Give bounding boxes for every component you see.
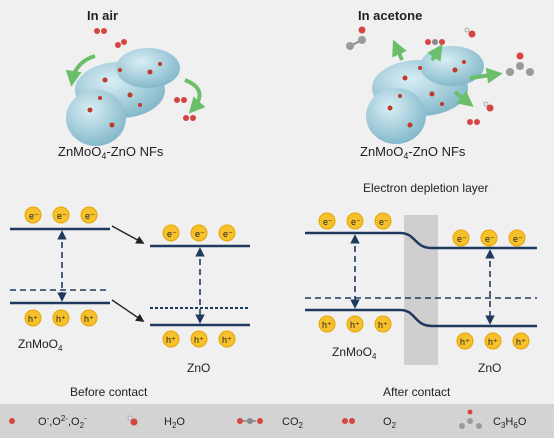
nf-label-left: ZnMoO4-ZnO NFs <box>58 144 164 161</box>
svg-text:e⁻: e⁻ <box>485 234 495 244</box>
hole-charge: h⁺ <box>52 309 70 327</box>
acetone-molecule <box>346 26 366 50</box>
legend-item-co2: CO2 <box>237 416 304 430</box>
svg-text:e⁻: e⁻ <box>457 234 467 244</box>
oxygen-molecule <box>174 97 187 103</box>
hole-charge: h⁺ <box>346 315 364 333</box>
conduction-band-bent <box>305 231 537 250</box>
svg-text:h⁺: h⁺ <box>516 337 526 347</box>
svg-text:h⁺: h⁺ <box>322 320 332 330</box>
znmoo4-label: ZnMoO4 <box>332 345 377 361</box>
hole-charge: h⁺ <box>80 309 98 327</box>
oxygen-molecule <box>467 119 480 125</box>
svg-text:CO2: CO2 <box>282 416 304 430</box>
svg-text:h⁺: h⁺ <box>378 320 388 330</box>
electron-charge: e⁻ <box>508 229 526 247</box>
adsorption-arrow <box>65 54 96 87</box>
oxygen-molecule <box>115 39 127 48</box>
svg-text:C3H6O: C3H6O <box>493 416 527 430</box>
hole-charge: h⁺ <box>190 330 208 348</box>
svg-text:h⁺: h⁺ <box>28 314 38 324</box>
svg-text:H2O: H2O <box>164 416 185 430</box>
svg-text:h⁺: h⁺ <box>84 314 94 324</box>
release-arrow <box>469 67 503 84</box>
valence-band-bent <box>305 308 537 328</box>
svg-text:e⁻: e⁻ <box>513 234 523 244</box>
depletion-layer-region <box>404 215 438 365</box>
nanofiber-acetone <box>366 46 484 144</box>
svg-text:e⁻: e⁻ <box>223 229 233 239</box>
desorption-arrow <box>184 78 206 114</box>
electron-charge: e⁻ <box>452 229 470 247</box>
h2o-molecule <box>483 101 494 112</box>
svg-text:h⁺: h⁺ <box>350 320 360 330</box>
svg-text:e⁻: e⁻ <box>85 211 95 221</box>
oxygen-molecule <box>94 28 107 34</box>
hole-charge: h⁺ <box>218 330 236 348</box>
legend-item-o2: O2 <box>342 416 397 430</box>
svg-text:e⁻: e⁻ <box>323 217 333 227</box>
electron-transfer-arrow <box>111 225 145 244</box>
depletion-layer-label: Electron depletion layer <box>363 181 488 195</box>
svg-text:e⁻: e⁻ <box>195 229 205 239</box>
electron-charge: e⁻ <box>318 212 336 230</box>
electron-charge: e⁻ <box>346 212 364 230</box>
legend-item-h2o: H2O <box>127 415 185 430</box>
nanofiber-air <box>66 48 180 146</box>
oxygen-molecule <box>183 115 196 121</box>
svg-text:h⁺: h⁺ <box>460 337 470 347</box>
electron-charge: e⁻ <box>52 206 70 224</box>
svg-text:e⁻: e⁻ <box>379 217 389 227</box>
after-contact-label: After contact <box>383 385 451 399</box>
release-arrow <box>392 39 407 61</box>
hole-transfer-arrow <box>111 299 145 322</box>
nf-label-right: ZnMoO4-ZnO NFs <box>360 144 466 161</box>
legend-item-oxygen-ions: O-,O2-,O2- <box>9 414 87 430</box>
co2-molecule <box>425 39 445 45</box>
svg-text:h⁺: h⁺ <box>166 335 176 345</box>
znmoo4-label: ZnMoO4 <box>18 337 63 353</box>
in-air-title: In air <box>87 8 118 23</box>
electron-charge: e⁻ <box>162 224 180 242</box>
h2o-molecule <box>464 27 476 38</box>
svg-text:h⁺: h⁺ <box>222 335 232 345</box>
electron-charge: e⁻ <box>480 229 498 247</box>
zno-label: ZnO <box>478 361 501 375</box>
svg-text:h⁺: h⁺ <box>194 335 204 345</box>
svg-text:O2: O2 <box>383 416 397 430</box>
electron-charge: e⁻ <box>24 206 42 224</box>
legend-item-acetone: C3H6O <box>459 409 527 430</box>
in-acetone-title: In acetone <box>358 8 422 23</box>
svg-text:e⁻: e⁻ <box>29 211 39 221</box>
after-contact-diagram: e⁻ e⁻ e⁻ e⁻ e⁻ e⁻ h⁺ h⁺ h⁺ h⁺ h⁺ h⁺ ZnMo… <box>305 212 537 399</box>
hole-charge: h⁺ <box>512 332 530 350</box>
zno-label: ZnO <box>187 361 210 375</box>
electron-charge: e⁻ <box>218 224 236 242</box>
hole-charge: h⁺ <box>24 309 42 327</box>
svg-text:h⁺: h⁺ <box>56 314 66 324</box>
svg-text:e⁻: e⁻ <box>351 217 361 227</box>
before-contact-label: Before contact <box>70 385 148 399</box>
hole-charge: h⁺ <box>318 315 336 333</box>
acetone-molecule <box>506 52 534 76</box>
svg-text:O-,O2-,O2-: O-,O2-,O2- <box>38 414 87 430</box>
legend-bar <box>0 404 554 438</box>
electron-charge: e⁻ <box>190 224 208 242</box>
release-arrow <box>453 90 474 107</box>
hole-charge: h⁺ <box>162 330 180 348</box>
hole-charge: h⁺ <box>484 332 502 350</box>
electron-charge: e⁻ <box>80 206 98 224</box>
svg-text:h⁺: h⁺ <box>488 337 498 347</box>
hole-charge: h⁺ <box>374 315 392 333</box>
hole-charge: h⁺ <box>456 332 474 350</box>
svg-text:e⁻: e⁻ <box>57 211 67 221</box>
before-contact-diagram: e⁻ e⁻ e⁻ h⁺ h⁺ h⁺ e⁻ e⁻ e⁻ h⁺ h⁺ h⁺ ZnMo… <box>10 206 250 399</box>
svg-text:e⁻: e⁻ <box>167 229 177 239</box>
release-arrow <box>427 44 443 62</box>
electron-charge: e⁻ <box>374 212 392 230</box>
